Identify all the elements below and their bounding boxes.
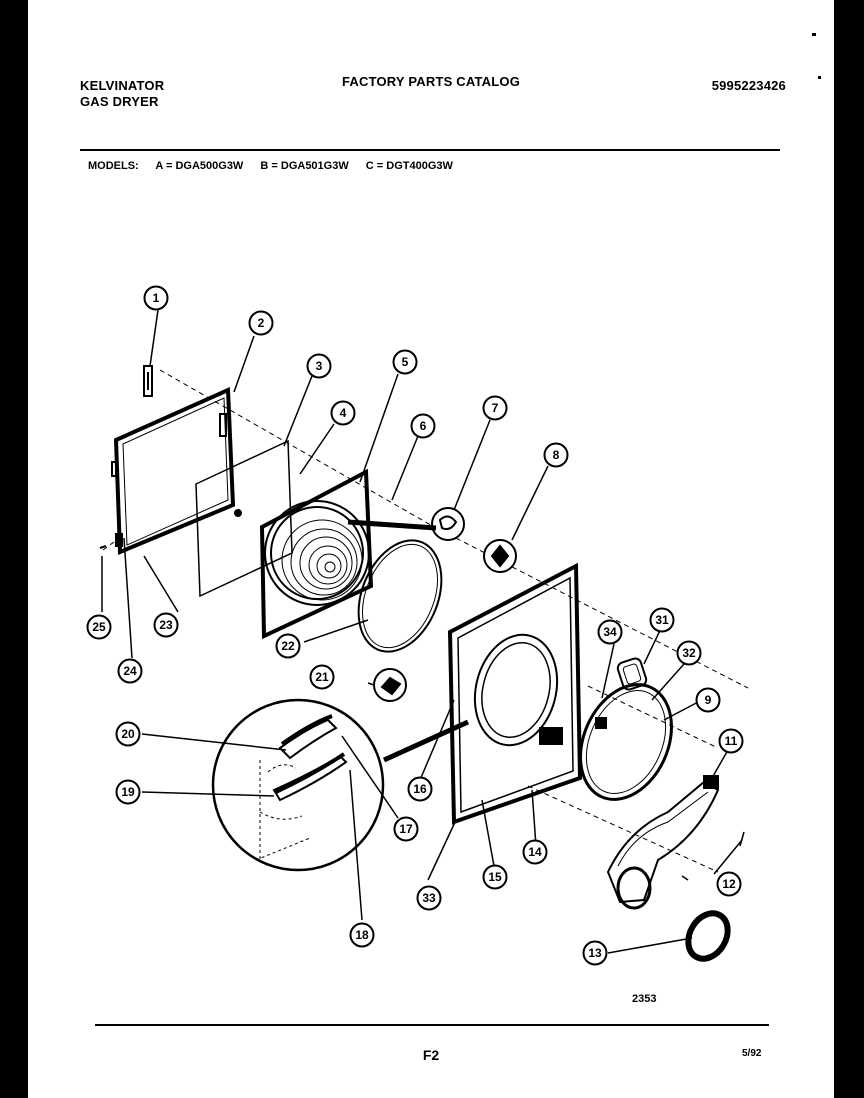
- callout-32: 32: [676, 640, 702, 666]
- hinge-bracket: [143, 365, 153, 397]
- leader-lines: [101, 309, 743, 954]
- bearing-ring: [579, 683, 673, 801]
- callout-17: 17: [393, 816, 419, 842]
- callout-22: 22: [275, 633, 301, 659]
- model-c: C = DGT400G3W: [365, 160, 453, 172]
- svg-text:1: 1: [153, 291, 160, 305]
- catalog-title: FACTORY PARTS CATALOG: [341, 74, 521, 89]
- brand-block: KELVINATOR GAS DRYER: [80, 78, 164, 110]
- svg-text:12: 12: [722, 877, 736, 891]
- svg-text:31: 31: [655, 613, 669, 627]
- scan-speck: [818, 76, 821, 79]
- svg-text:3: 3: [316, 359, 323, 373]
- product-type: GAS DRYER: [80, 94, 159, 109]
- page-number: F2: [422, 1047, 440, 1063]
- svg-text:23: 23: [159, 618, 173, 632]
- callout-33: 33: [416, 885, 442, 911]
- bearing-cup: [685, 910, 731, 962]
- seal-ring: [357, 539, 443, 653]
- callout-circles: 1 2 3 4 5 6 7 8 9 11 12 13 14 15 16 17 1…: [86, 285, 744, 966]
- models-line: MODELS: A = DGA500G3W B = DGA501G3W C = …: [88, 160, 467, 172]
- catalog-sheet: KELVINATOR GAS DRYER FACTORY PARTS CATAL…: [28, 0, 834, 1098]
- svg-text:11: 11: [725, 734, 738, 748]
- exploded-parts-diagram: 1 2 3 4 5 6 7 8 9 11 12 13 14 15 16 17 1…: [86, 285, 749, 966]
- callout-24: 24: [117, 658, 143, 684]
- svg-text:2: 2: [258, 316, 265, 330]
- catalog-date: 5/92: [742, 1048, 762, 1059]
- scan-speck: [812, 33, 816, 36]
- callout-6: 6: [410, 413, 436, 439]
- svg-text:18: 18: [355, 928, 369, 942]
- model-b: B = DGA501G3W: [260, 160, 349, 172]
- svg-text:9: 9: [705, 693, 712, 707]
- bracket-31: [616, 657, 648, 691]
- callout-9: 9: [695, 687, 721, 713]
- callout-21: 21: [309, 664, 335, 690]
- svg-text:34: 34: [603, 625, 617, 639]
- header-rule: [80, 149, 780, 151]
- callout-3: 3: [306, 353, 332, 379]
- catalog-number: 5995223426: [711, 78, 786, 93]
- svg-text:13: 13: [588, 946, 602, 960]
- small-hardware: [99, 533, 123, 549]
- models-label: MODELS:: [88, 160, 139, 172]
- svg-text:7: 7: [492, 401, 499, 415]
- callout-1: 1: [143, 285, 169, 311]
- svg-text:16: 16: [413, 782, 427, 796]
- clip-part-7: [431, 507, 465, 541]
- svg-text:17: 17: [399, 822, 413, 836]
- bearing-housing: [606, 775, 720, 910]
- callout-7: 7: [482, 395, 508, 421]
- brand-name: KELVINATOR: [80, 78, 165, 93]
- front-panel: [447, 562, 583, 825]
- callout-34: 34: [597, 619, 623, 645]
- svg-text:15: 15: [488, 870, 502, 884]
- callout-8: 8: [543, 442, 569, 468]
- svg-text:5: 5: [402, 355, 409, 369]
- rear-panel-with-vent: [259, 468, 374, 640]
- callout-11: 11: [718, 728, 744, 754]
- svg-text:4: 4: [340, 406, 347, 420]
- figure-number: 2353: [632, 993, 657, 1005]
- callout-4: 4: [330, 400, 356, 426]
- svg-text:33: 33: [422, 891, 436, 905]
- callout-20: 20: [115, 721, 141, 747]
- svg-text:22: 22: [281, 639, 295, 653]
- svg-text:21: 21: [315, 670, 329, 684]
- door-outer-panel: [111, 386, 236, 555]
- svg-text:14: 14: [528, 845, 542, 859]
- callout-5: 5: [392, 349, 418, 375]
- svg-text:24: 24: [123, 664, 137, 678]
- svg-text:25: 25: [92, 620, 106, 634]
- svg-text:19: 19: [121, 785, 135, 799]
- door-catch: [483, 539, 517, 573]
- callout-31: 31: [649, 607, 675, 633]
- footer-rule: [95, 1024, 769, 1026]
- callout-2: 2: [248, 310, 274, 336]
- callout-12: 12: [716, 871, 742, 897]
- detail-magnifier: [211, 698, 385, 872]
- model-a: A = DGA500G3W: [155, 160, 244, 172]
- callout-13: 13: [582, 940, 608, 966]
- svg-text:8: 8: [553, 448, 560, 462]
- callout-15: 15: [482, 864, 508, 890]
- callout-19: 19: [115, 779, 141, 805]
- callout-18: 18: [349, 922, 375, 948]
- door-catch-21: [373, 668, 407, 702]
- callout-16-upper: 16: [407, 776, 433, 802]
- svg-text:20: 20: [121, 727, 135, 741]
- callout-25: 25: [86, 614, 112, 640]
- svg-text:32: 32: [682, 646, 696, 660]
- callout-14: 14: [522, 839, 548, 865]
- screws: [681, 831, 745, 881]
- callout-23: 23: [153, 612, 179, 638]
- svg-text:6: 6: [420, 419, 427, 433]
